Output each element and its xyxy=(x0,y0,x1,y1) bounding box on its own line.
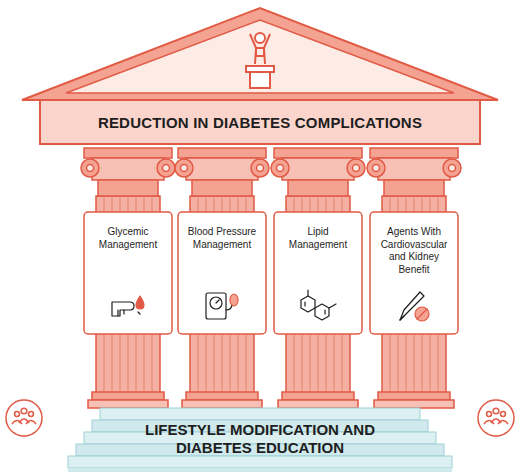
column xyxy=(175,148,269,408)
node-label: REDUCTION IN DIABETES COMPLICATIONS xyxy=(98,114,422,131)
stair-step xyxy=(100,408,420,420)
roof-inner xyxy=(66,20,454,93)
stair-step xyxy=(68,456,452,468)
pillar-panel: Blood Pressure Management xyxy=(178,212,266,286)
finger-drop-icon xyxy=(112,296,144,316)
person-icon xyxy=(246,33,274,88)
pillar-panel: Glycemic Management xyxy=(84,212,172,286)
lipid-molecule-icon xyxy=(301,290,336,320)
node-label: Glycemic Management xyxy=(88,226,168,251)
node-label: Blood Pressure Management xyxy=(182,226,262,251)
node-label: LIFESTYLE MODIFICATION AND DIABETES EDUC… xyxy=(134,421,386,457)
column xyxy=(271,148,365,408)
architrave-band xyxy=(40,100,480,144)
foundation-steps: LIFESTYLE MODIFICATION AND DIABETES EDUC… xyxy=(130,414,390,464)
column xyxy=(81,148,175,408)
complication-band: REDUCTION IN DIABETES COMPLICATIONS xyxy=(40,100,480,144)
node-label: Agents With Cardiovascular and Kidney Be… xyxy=(374,226,454,276)
node-label: Lipid Management xyxy=(278,226,358,251)
pen-pill-icon xyxy=(400,292,429,321)
people-circle-icon-right xyxy=(478,400,514,436)
people-circle-icon-left xyxy=(6,400,42,436)
pillar-panel: Agents With Cardiovascular and Kidney Be… xyxy=(370,212,458,286)
blood-pressure-icon xyxy=(206,293,238,319)
pillar-panel: Lipid Management xyxy=(274,212,362,286)
roof-pediment xyxy=(22,8,498,100)
stair-step xyxy=(68,468,452,472)
column xyxy=(367,148,461,408)
